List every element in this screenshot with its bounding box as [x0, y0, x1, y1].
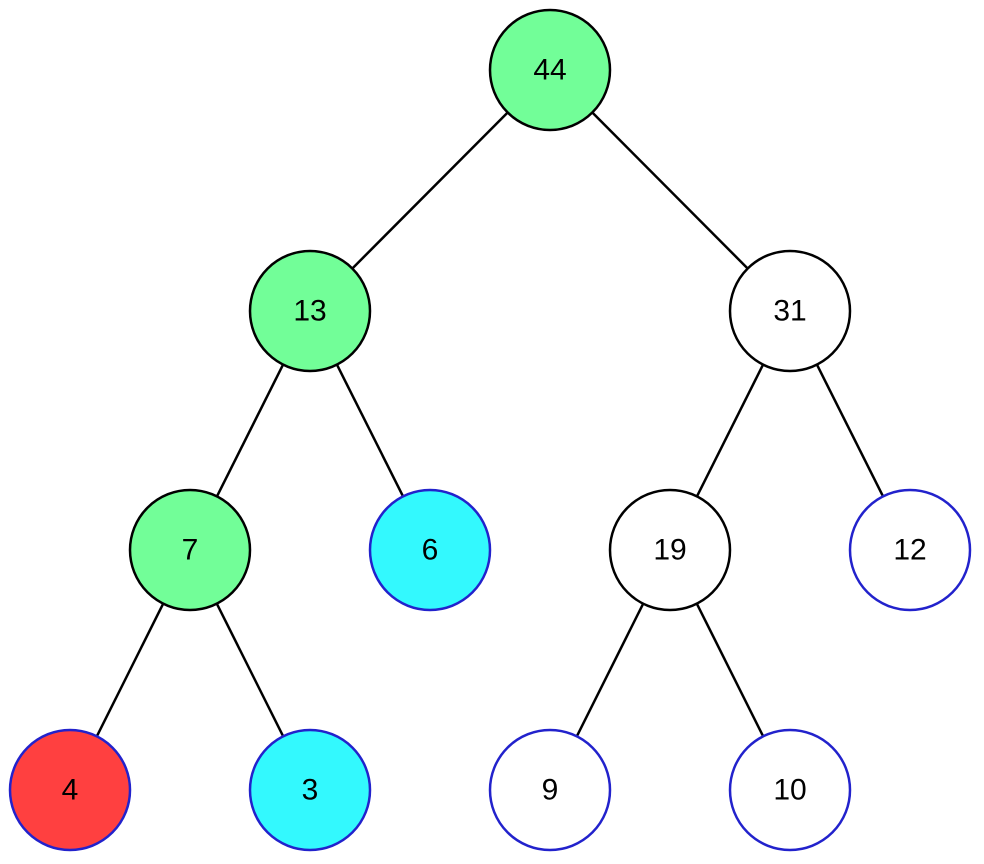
- node-label: 13: [293, 295, 326, 328]
- node-label: 4: [62, 774, 79, 807]
- node-circle: [8, 728, 132, 852]
- node-circle: [608, 488, 732, 612]
- tree-node: 3: [248, 728, 372, 852]
- node-circle: [848, 488, 972, 612]
- node-label: 44: [533, 54, 566, 87]
- tree-edge: [335, 364, 405, 497]
- node-label: 12: [893, 534, 926, 567]
- tree-node: 6: [368, 488, 492, 612]
- node-circle: [488, 8, 612, 132]
- node-label: 7: [182, 534, 199, 567]
- nodes-layer: 44 13 31 7 6 19 12 4 3 9 10: [8, 8, 972, 852]
- node-circle: [248, 249, 372, 373]
- tree-node: 19: [608, 488, 732, 612]
- tree-edge: [695, 364, 765, 497]
- tree-node: 7: [128, 488, 252, 612]
- node-label: 10: [773, 774, 806, 807]
- tree-edge: [215, 603, 285, 737]
- node-label: 9: [542, 774, 559, 807]
- node-circle: [248, 728, 372, 852]
- node-circle: [728, 728, 852, 852]
- tree-edge: [95, 603, 165, 737]
- tree-node: 9: [488, 728, 612, 852]
- node-label: 3: [302, 774, 319, 807]
- tree-edge: [591, 111, 749, 270]
- tree-edge: [351, 111, 509, 270]
- node-circle: [128, 488, 252, 612]
- node-circle: [368, 488, 492, 612]
- node-circle: [488, 728, 612, 852]
- tree-node: 12: [848, 488, 972, 612]
- tree-node: 10: [728, 728, 852, 852]
- node-circle: [728, 249, 852, 373]
- edges-layer: [95, 111, 885, 737]
- tree-node: 31: [728, 249, 852, 373]
- tree-node: 13: [248, 249, 372, 373]
- tree-edge: [575, 603, 645, 737]
- node-label: 6: [422, 534, 439, 567]
- tree-node: 44: [488, 8, 612, 132]
- node-label: 31: [773, 295, 806, 328]
- tree-edge: [815, 364, 885, 497]
- tree-edge: [695, 603, 765, 737]
- tree-edge: [215, 364, 285, 497]
- tree-node: 4: [8, 728, 132, 852]
- node-label: 19: [653, 534, 686, 567]
